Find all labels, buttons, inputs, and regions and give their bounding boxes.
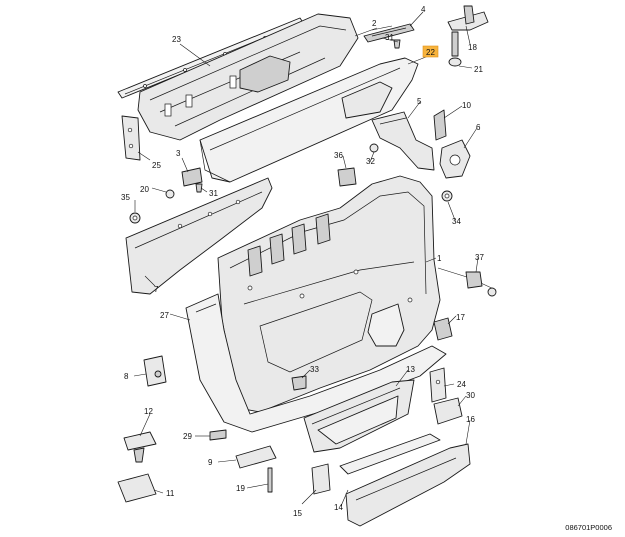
part-15-block[interactable]: [311, 463, 331, 495]
drawing-reference: 086701P0006: [565, 523, 612, 532]
callout-23[interactable]: 23: [172, 35, 181, 44]
part-8-bracket[interactable]: [143, 355, 167, 387]
callout-10[interactable]: 10: [462, 101, 471, 110]
part-22-armrest-top[interactable]: [199, 57, 419, 183]
callout-25[interactable]: 25: [152, 161, 161, 170]
part-10-clip[interactable]: [433, 109, 447, 141]
part-19-pin[interactable]: [267, 467, 273, 493]
callout-27[interactable]: 27: [160, 311, 169, 320]
callout-14[interactable]: 14: [334, 503, 343, 512]
part-18-bracket[interactable]: [447, 5, 489, 31]
part-30-cover[interactable]: [433, 397, 463, 425]
part-31-screw-lower[interactable]: [195, 183, 203, 193]
callout-35[interactable]: 35: [121, 193, 130, 202]
callout-24[interactable]: 24: [457, 380, 466, 389]
callout-32[interactable]: 32: [366, 157, 375, 166]
part-9-plate[interactable]: [235, 445, 277, 469]
part-5-air-duct[interactable]: [371, 111, 435, 171]
callout-12[interactable]: 12: [144, 407, 153, 416]
callout-33[interactable]: 33: [310, 365, 319, 374]
callout-8[interactable]: 8: [124, 372, 129, 381]
callout-9[interactable]: 9: [208, 458, 213, 467]
callout-15[interactable]: 15: [293, 509, 302, 518]
callout-29[interactable]: 29: [183, 432, 192, 441]
part-27-trim-frame[interactable]: [185, 293, 447, 433]
callout-22-highlight: [422, 45, 439, 58]
part-25-corner-bracket[interactable]: [121, 115, 141, 161]
part-7-pillar-trim[interactable]: [125, 177, 273, 295]
part-36-block[interactable]: [337, 167, 357, 187]
part-6-ring[interactable]: [439, 139, 471, 179]
callout-5[interactable]: 5: [417, 97, 422, 106]
callout-1[interactable]: 1: [437, 254, 442, 263]
part-13-door-pocket[interactable]: [303, 379, 415, 453]
callout-21[interactable]: 21: [474, 65, 483, 74]
callout-2[interactable]: 2: [372, 19, 377, 28]
callout-22[interactable]: 22: [426, 48, 435, 57]
callout-18[interactable]: 18: [468, 43, 477, 52]
callout-11[interactable]: 11: [166, 489, 175, 498]
callout-16[interactable]: 16: [466, 415, 475, 424]
callout-37[interactable]: 37: [475, 253, 484, 262]
part-20-grommet[interactable]: [165, 189, 175, 199]
callout-3[interactable]: 3: [176, 149, 181, 158]
part-37-cable[interactable]: [437, 267, 497, 297]
part-4-switch-plate[interactable]: [363, 23, 415, 43]
part-2-upper-panel[interactable]: [137, 13, 359, 141]
callout-4[interactable]: 4: [421, 5, 426, 14]
part-32-screw[interactable]: [369, 143, 379, 153]
callout-17[interactable]: 17: [456, 313, 465, 322]
leader-lines: [133, 11, 479, 507]
callout-34[interactable]: 34: [452, 217, 461, 226]
callout-19[interactable]: 19: [236, 484, 245, 493]
callout-31-lower[interactable]: 31: [209, 189, 218, 198]
part-29-screw[interactable]: [209, 429, 227, 441]
part-35-washer[interactable]: [129, 212, 141, 224]
part-14-lower-trim[interactable]: [339, 433, 441, 475]
callout-labels: 2 4 18 31 22 21 23 25 3 31 20 35 7 5 10 …: [121, 5, 484, 518]
part-17-connector[interactable]: [433, 317, 453, 341]
part-31-screw-upper[interactable]: [393, 39, 401, 49]
part-11-clip[interactable]: [117, 473, 157, 503]
callout-20[interactable]: 20: [140, 185, 149, 194]
callout-6[interactable]: 6: [476, 123, 481, 132]
part-12-mount[interactable]: [123, 431, 157, 463]
part-24-latch-bracket[interactable]: [429, 367, 447, 403]
callout-13[interactable]: 13: [406, 365, 415, 374]
callout-7[interactable]: 7: [154, 285, 159, 294]
part-1-door-panel[interactable]: [217, 175, 441, 413]
part-21-clip[interactable]: [448, 31, 462, 67]
part-16-lower-panel[interactable]: [345, 443, 471, 527]
part-3-switch[interactable]: [181, 167, 203, 187]
callout-31-upper[interactable]: 31: [385, 33, 394, 42]
part-33-clip[interactable]: [291, 375, 307, 391]
part-34-washer[interactable]: [441, 190, 453, 202]
callout-30[interactable]: 30: [466, 391, 475, 400]
callout-36[interactable]: 36: [334, 151, 343, 160]
